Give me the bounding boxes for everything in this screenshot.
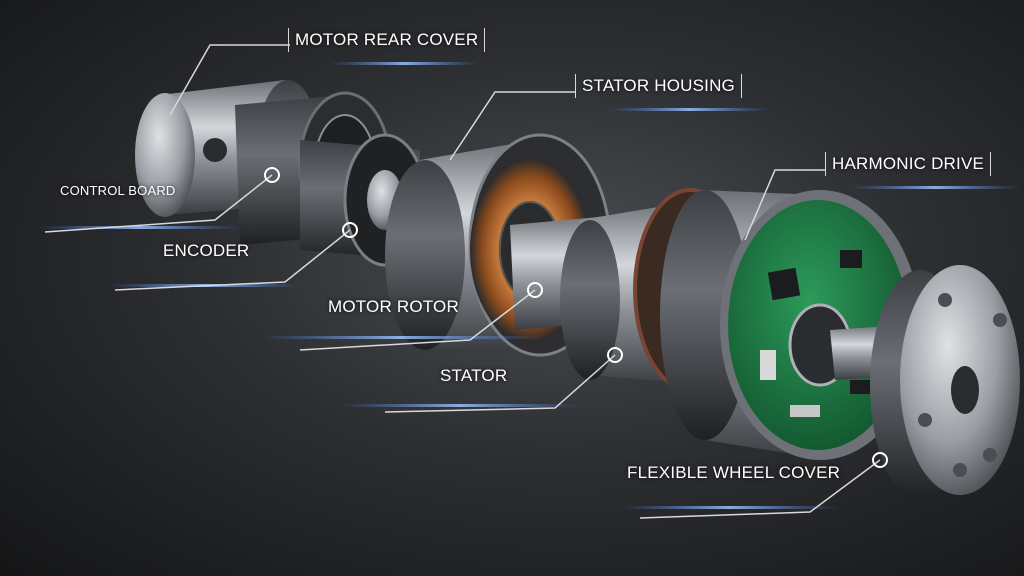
leader-rear-cover xyxy=(169,44,290,116)
dot-stator xyxy=(607,347,623,363)
label-control-board: CONTROL BOARD xyxy=(60,183,176,198)
label-encoder: ENCODER xyxy=(163,241,250,260)
harmonic-drive-part xyxy=(660,190,920,460)
leader-flexible-wheel-cover xyxy=(639,459,881,519)
callout-dots xyxy=(264,167,888,468)
label-stator-housing: STATOR HOUSING xyxy=(575,74,742,98)
label-stator: STATOR xyxy=(440,366,508,385)
dot-motor-rotor xyxy=(527,282,543,298)
leader-harmonic-drive xyxy=(744,169,825,241)
dot-flexible-wheel-cover xyxy=(872,452,888,468)
label-motor-rear-cover: MOTOR REAR COVER xyxy=(288,28,486,52)
leader-lines xyxy=(44,44,881,519)
leader-stator xyxy=(384,354,616,413)
label-motor-rotor: MOTOR ROTOR xyxy=(328,297,459,316)
leader-stator-housing xyxy=(449,91,575,161)
flexible-wheel-cover-part xyxy=(870,265,1020,500)
leader-control-board xyxy=(44,174,273,233)
dot-encoder xyxy=(342,222,358,238)
leader-encoder xyxy=(114,229,351,291)
dot-control-board xyxy=(264,167,280,183)
label-harmonic-drive: HARMONIC DRIVE xyxy=(825,152,992,176)
label-flexible-wheel-cover: FLEXIBLE WHEEL COVER xyxy=(627,463,841,482)
leader-motor-rotor xyxy=(299,289,536,351)
